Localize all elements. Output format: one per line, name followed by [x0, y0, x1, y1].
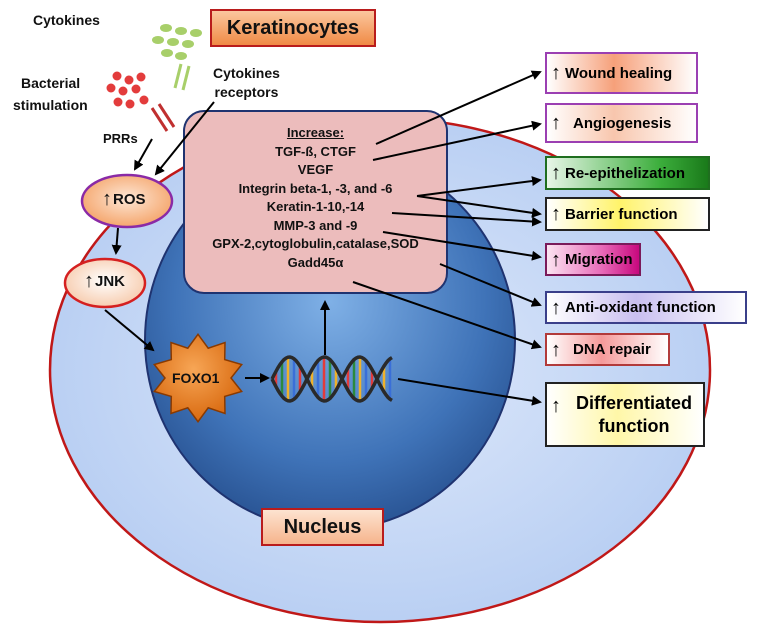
cytokine-receptor — [173, 63, 191, 91]
increase-item: VEGF — [297, 162, 334, 177]
increase-heading: Increase: — [286, 125, 345, 140]
outcome-wound-healing: ↑ Wound healing — [545, 52, 698, 94]
outcome-re-epithelization: ↑ Re-epithelization — [545, 156, 710, 190]
outcome-angiogenesis: ↑ Angiogenesis — [545, 103, 698, 143]
increase-item: MMP-3 and -9 — [273, 217, 358, 233]
arrow-gpx-to-anti-oxidant — [439, 263, 542, 307]
bacteria-particles — [106, 71, 149, 109]
outcome-label-wrap: Differentiated function — [565, 392, 703, 438]
arrow-gadd45-to-dna-repair — [352, 281, 542, 350]
foxo1-shape — [153, 333, 243, 423]
increase-item: GPX-2,cytoglobulin,catalase,SOD — [212, 236, 419, 251]
outcome-label: Angiogenesis — [573, 114, 672, 132]
cytokines-receptors-line1: Cytokines — [213, 65, 280, 81]
up-arrow-icon: ↑ — [551, 296, 561, 319]
outcome-barrier-function: ↑ Barrier function — [545, 197, 710, 231]
increase-item: TGF-ß, CTGF — [275, 143, 356, 159]
outcome-label: DNA repair — [573, 341, 651, 358]
up-arrow-icon: ↑ — [551, 203, 561, 225]
jnk-text: JNK — [95, 273, 126, 290]
jnk-label: ↑ JNK — [84, 270, 125, 293]
increase-box-shape — [183, 110, 448, 294]
up-arrow-icon: ↑ — [551, 248, 561, 271]
arrow-ros-to-jnk — [111, 227, 122, 255]
arrow-mmp-to-migration — [382, 231, 542, 261]
jnk-shape — [63, 257, 147, 309]
outcome-differentiated-function: ↑ Differentiated function — [545, 382, 705, 447]
up-arrow-icon: ↑ — [551, 338, 561, 361]
cytokine-particles — [152, 24, 202, 60]
dna-helix — [270, 355, 393, 403]
cytokines-label: Cytokines — [33, 12, 100, 28]
arrow-prrs-to-ros — [134, 138, 153, 171]
arrow-dna-to-differentiated — [397, 378, 542, 406]
cytokines-receptors-line2: receptors — [214, 84, 279, 100]
increase-box: Increase: TGF-ß, CTGF VEGF Integrin beta… — [186, 124, 445, 272]
ros-up-arrow: ↑ — [102, 188, 112, 210]
arrow-cytokines-to-ros — [154, 101, 215, 176]
arrow-keratin-to-barrier — [391, 212, 542, 227]
outcome-label: Re-epithelization — [565, 164, 686, 182]
dna-strand — [270, 355, 393, 403]
ros-shape — [80, 173, 174, 229]
outcome-label: Wound healing — [565, 64, 673, 82]
arrow-integrin-to-barrier — [416, 195, 542, 218]
prr-receptor — [150, 103, 176, 132]
jnk-up-arrow: ↑ — [84, 270, 94, 292]
cytokines-receptors-label: Cytokines receptors — [213, 64, 280, 102]
prrs-label: PRRs — [103, 131, 138, 146]
bacterial-stimulation-label: Bacterial stimulation — [13, 72, 88, 116]
increase-item: Integrin beta-1, -3, and -6 — [238, 180, 393, 196]
arrow-to-angiogenesis — [372, 120, 542, 161]
increase-item: Gadd45α — [287, 254, 344, 270]
increase-item: Keratin-1-10,-14 — [266, 199, 365, 214]
pathway-arrows — [104, 70, 542, 406]
arrow-to-wound-healing — [375, 70, 542, 145]
dna-strand — [270, 355, 393, 403]
outcome-migration: ↑ Migration — [545, 243, 641, 276]
outcome-dna-repair: ↑ DNA repair — [545, 333, 670, 366]
up-arrow-icon: ↑ — [551, 162, 561, 184]
up-arrow-icon: ↑ — [551, 395, 561, 417]
ros-label: ↑ ROS — [102, 188, 146, 211]
keratinocytes-title: Keratinocytes — [210, 9, 376, 47]
outcome-label: Differentiated — [575, 392, 692, 413]
nucleus-title: Nucleus — [261, 508, 384, 546]
outcome-label-line2: function — [598, 415, 670, 436]
ros-text: ROS — [113, 191, 146, 208]
outcome-label: Anti-oxidant function — [565, 299, 716, 316]
outcome-label: Barrier function — [565, 205, 678, 223]
bacterial-label: Bacterial — [21, 75, 81, 91]
stimulation-label: stimulation — [13, 97, 88, 113]
arrow-jnk-to-foxo1 — [104, 309, 155, 352]
arrow-integrin-to-re-epithelization — [416, 176, 542, 197]
outcome-label: Migration — [565, 251, 633, 268]
up-arrow-icon: ↑ — [551, 62, 561, 84]
outcome-anti-oxidant-function: ↑ Anti-oxidant function — [545, 291, 747, 324]
up-arrow-icon: ↑ — [551, 112, 561, 134]
foxo1-label: FOXO1 — [172, 370, 220, 386]
